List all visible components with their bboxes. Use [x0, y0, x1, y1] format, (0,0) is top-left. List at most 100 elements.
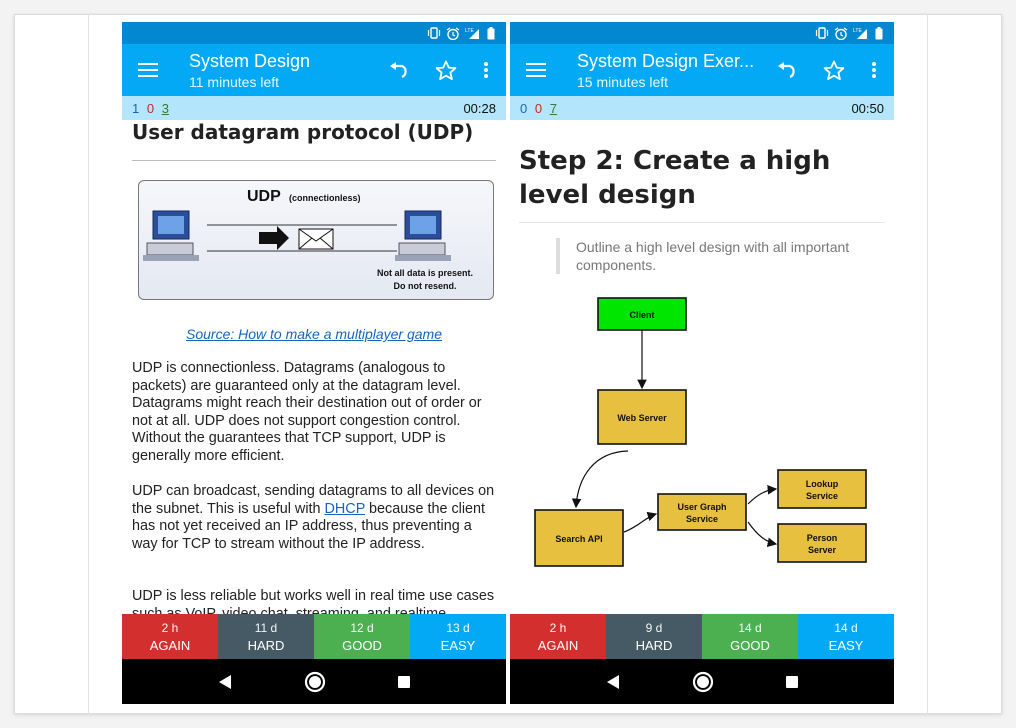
udp-figure-title: UDP [247, 188, 281, 205]
easy-interval: 13 d [446, 620, 470, 635]
paragraph-2: UDP can broadcast, sending datagrams to … [132, 483, 500, 553]
person-server-box [777, 523, 867, 563]
good-label: GOOD [730, 637, 770, 653]
web-server-label: Web Server [617, 413, 667, 423]
card-counts-bar: 1 0 3 00:28 [122, 96, 506, 120]
menu-icon [138, 63, 158, 77]
star-icon [435, 60, 457, 80]
battery-icon [872, 26, 886, 39]
good-button[interactable]: 14 d GOOD [702, 614, 798, 659]
home-icon[interactable] [304, 671, 326, 693]
star-button[interactable] [814, 44, 854, 96]
back-icon[interactable] [217, 674, 233, 690]
easy-button[interactable]: 13 d EASY [410, 614, 506, 659]
web-server-box [597, 389, 687, 445]
person-label-2: Server [808, 545, 837, 555]
frame-guide-left [88, 14, 89, 714]
learn-count: 0 [534, 100, 543, 116]
udp-note-1: Not all data is present. [377, 268, 473, 278]
star-button[interactable] [426, 44, 466, 96]
udp-figure: UDP (connectionless) [138, 180, 494, 300]
arrow-usergraph-person [747, 521, 778, 548]
again-button[interactable]: 2 h AGAIN [510, 614, 606, 659]
lookup-label-1: Lookup [806, 479, 839, 489]
card-timer: 00:28 [463, 100, 496, 116]
menu-button[interactable] [510, 44, 562, 96]
undo-button[interactable] [768, 44, 808, 96]
again-label: AGAIN [537, 637, 579, 653]
client-label: Client [629, 310, 654, 320]
card-content[interactable]: Step 2: Create a high level design Outli… [510, 120, 894, 614]
learn-count: 0 [146, 100, 155, 116]
search-api-box [534, 509, 624, 567]
dhcp-link[interactable]: DHCP [324, 500, 366, 517]
deck-title: System Design [189, 50, 311, 71]
more-button[interactable] [466, 44, 506, 96]
heading-rule [519, 222, 885, 223]
recents-icon[interactable] [785, 675, 799, 689]
card-content[interactable]: User datagram protocol (UDP) UDP (connec… [122, 120, 506, 614]
home-icon[interactable] [692, 671, 714, 693]
arrow-web-search [571, 450, 629, 509]
again-label: AGAIN [149, 637, 191, 653]
time-left: 15 minutes left [577, 73, 669, 90]
easy-label: EASY [828, 637, 864, 653]
good-button[interactable]: 12 d GOOD [314, 614, 410, 659]
frame-guide-right [927, 14, 928, 714]
svg-text:LTE: LTE [853, 28, 862, 34]
user-graph-label-2: Service [686, 514, 718, 524]
paragraph-2-text-a: UDP can broadcast, sending datagrams to … [132, 483, 495, 517]
menu-icon [526, 63, 546, 77]
vibrate-icon [427, 27, 441, 39]
undo-icon [390, 62, 407, 78]
signal-icon: LTE [465, 27, 479, 39]
more-vert-icon [872, 62, 876, 78]
card-heading: User datagram protocol (UDP) [132, 120, 474, 144]
arrow-search-usergraph [623, 511, 658, 533]
easy-label: EASY [440, 637, 476, 653]
envelope-icon [298, 228, 334, 250]
hard-button[interactable]: 9 d HARD [606, 614, 702, 659]
architecture-diagram: Client Web Server Search API User Graph … [534, 297, 867, 567]
card-counts: 0 0 7 [520, 101, 561, 116]
lookup-service-box [777, 469, 867, 509]
hard-interval: 9 d [645, 620, 663, 635]
good-label: GOOD [342, 637, 382, 653]
computer-right-icon [395, 210, 451, 261]
source-link[interactable]: Source: How to make a multiplayer game [186, 326, 442, 342]
user-graph-box [657, 493, 747, 531]
star-icon [823, 60, 845, 80]
phone-right: LTE System Design Exer... 15 minutes lef… [510, 22, 894, 704]
undo-button[interactable] [380, 44, 420, 96]
paragraph-3: UDP is less reliable but works well in r… [132, 588, 495, 614]
hard-interval: 11 d [254, 620, 278, 635]
good-interval: 12 d [350, 620, 374, 635]
udp-figure-subtitle: (connectionless) [289, 193, 361, 203]
phone-left: LTE System Design 11 minutes left 1 0 3 … [122, 22, 506, 704]
deck-title: System Design Exer... [577, 50, 755, 71]
time-left: 11 minutes left [189, 73, 280, 90]
arrow-usergraph-lookup [747, 485, 778, 505]
computer-left-icon [143, 210, 199, 261]
alarm-icon [446, 27, 460, 40]
back-icon[interactable] [605, 674, 621, 690]
status-bar: LTE [122, 22, 506, 44]
hard-label: HARD [635, 637, 673, 653]
recents-icon[interactable] [397, 675, 411, 689]
more-vert-icon [484, 62, 488, 78]
good-interval: 14 d [738, 620, 762, 635]
heading-rule [132, 160, 496, 161]
more-button[interactable] [854, 44, 894, 96]
toolbar: System Design Exer... 15 minutes left [510, 44, 894, 96]
toolbar-titles: System Design Exer... 15 minutes left [562, 51, 768, 90]
paragraph-2-text-b: because the client has not yet received … [132, 500, 486, 552]
menu-button[interactable] [122, 44, 174, 96]
review-count: 7 [549, 100, 557, 116]
nav-bar [122, 659, 506, 704]
again-interval: 2 h [549, 620, 567, 635]
battery-icon [484, 26, 498, 39]
